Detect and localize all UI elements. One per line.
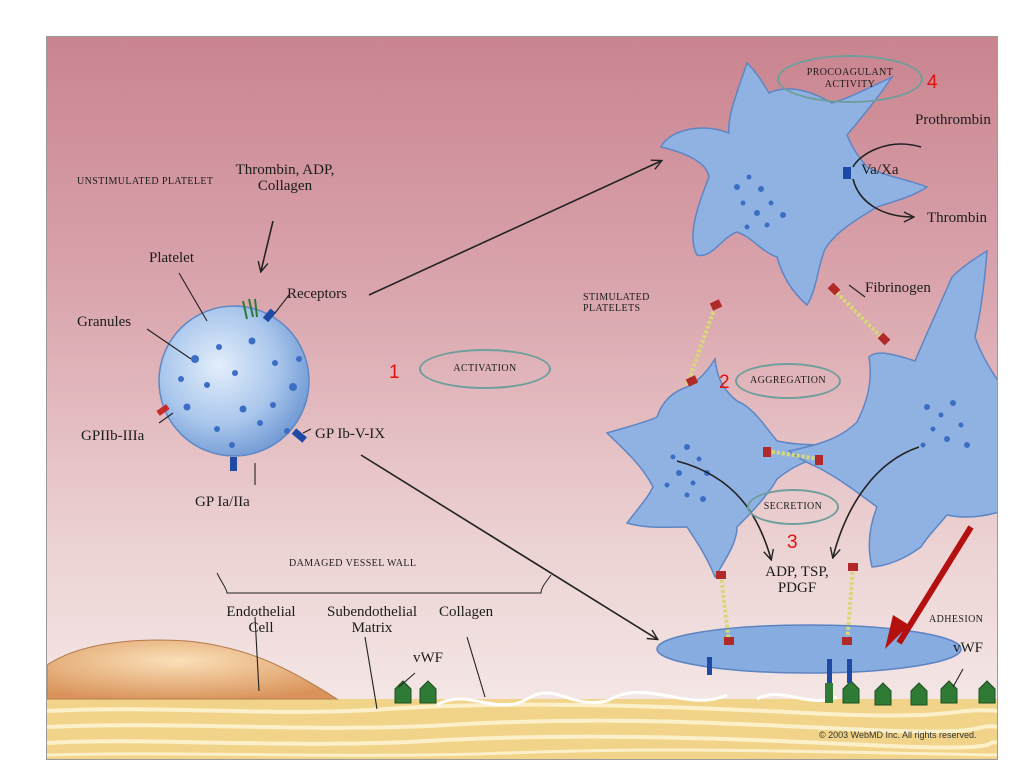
prothrombin-label: Prothrombin xyxy=(915,112,991,128)
granules-label: Granules xyxy=(77,314,132,330)
diagram-artwork xyxy=(47,37,997,759)
damaged-vessel-wall-title: DAMAGED VESSEL WALL xyxy=(289,558,417,569)
step-3-number: 3 xyxy=(787,532,798,553)
agonists-label: Thrombin, ADP, Collagen xyxy=(235,162,335,194)
gp1b-label: GP Ib-V-IX xyxy=(315,426,386,442)
step-2-number: 2 xyxy=(719,372,730,393)
activation-oval: ACTIVATION xyxy=(419,349,551,389)
stimulated-granules xyxy=(664,174,970,502)
vwf-label-right: vWF xyxy=(953,640,983,656)
step-4-number: 4 xyxy=(927,72,938,93)
vwf-label-left: vWF xyxy=(413,650,443,666)
endothelial-cell xyxy=(47,639,339,700)
vwf-markers xyxy=(394,680,996,706)
fibrinogen-receptors xyxy=(685,282,891,645)
stimulated-platelets-title: STIMULATED PLATELETS xyxy=(583,292,650,314)
fibrinogen-label: Fibrinogen xyxy=(865,280,931,296)
receptors-label: Receptors xyxy=(287,286,347,302)
secretion-oval: SECRETION xyxy=(747,489,839,525)
unstimulated-platelet xyxy=(156,298,310,471)
secreted-products-label: ADP, TSP, PDGF xyxy=(765,564,829,596)
gp2b3a-label: GPIIb-IIIa xyxy=(81,428,145,444)
adhesion-label: ADHESION xyxy=(929,614,984,625)
adhering-platelet xyxy=(656,624,962,674)
endothelial-cell-label: Endothelial Cell xyxy=(226,604,296,636)
subendothelial-matrix-label: Subendothelial Matrix xyxy=(327,604,417,636)
pathway-arrows xyxy=(261,143,974,645)
thrombin-label: Thrombin xyxy=(927,210,987,226)
stimulated-platelet-right xyxy=(787,249,997,568)
fibrinogen-bridges xyxy=(685,287,887,644)
label-leader-lines xyxy=(146,272,964,710)
copyright-notice: © 2003 WebMD Inc. All rights reserved. xyxy=(819,730,977,740)
unstimulated-platelet-title: UNSTIMULATED PLATELET xyxy=(77,176,214,187)
gp1a-label: GP Ia/IIa xyxy=(195,494,250,510)
adhesion-receptors xyxy=(707,657,852,703)
vaxa-label: Va/Xa xyxy=(861,162,899,178)
platelet-label: Platelet xyxy=(149,250,194,266)
collagen-layer xyxy=(47,691,997,759)
platelet-function-diagram: UNSTIMULATED PLATELET Thrombin, ADP, Col… xyxy=(46,36,998,760)
collagen-label: Collagen xyxy=(439,604,494,620)
step-1-number: 1 xyxy=(389,362,400,383)
adhesion-pointer-head xyxy=(885,615,909,649)
procoagulant-oval: PROCOAGULANT ACTIVITY xyxy=(777,55,923,103)
aggregation-oval: AGGREGATION xyxy=(735,363,841,399)
